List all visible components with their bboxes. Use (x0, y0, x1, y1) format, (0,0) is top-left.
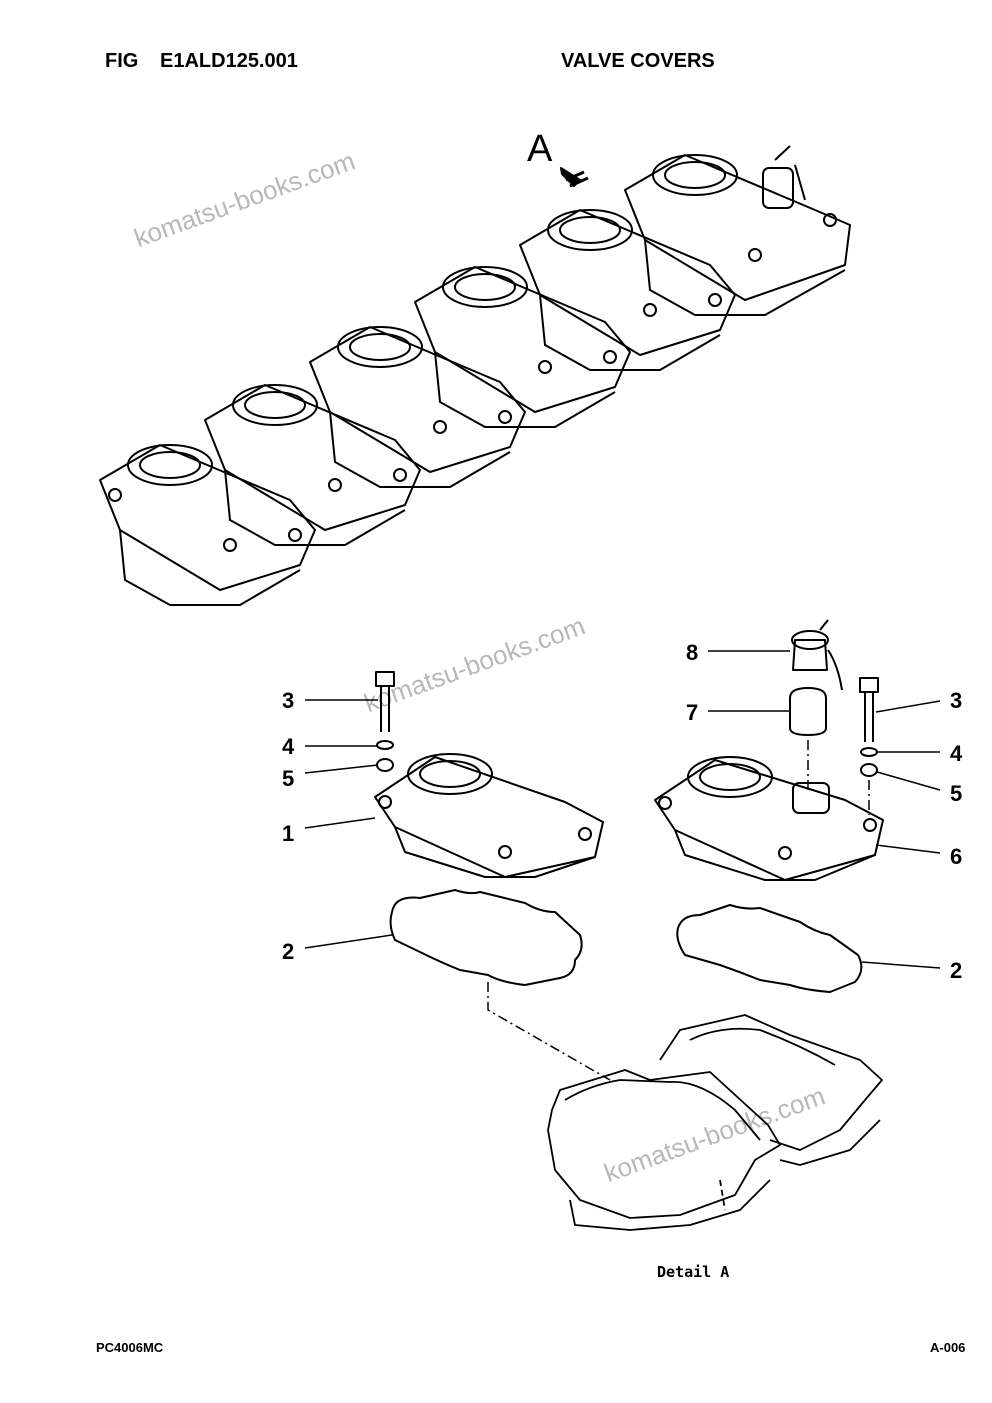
valve-cover-top-6 (624, 145, 851, 316)
callout-2-right: 2 (950, 958, 963, 983)
valve-cover-top-4 (414, 266, 631, 428)
callout-1-left: 1 (282, 821, 295, 846)
spacer-right (860, 763, 878, 777)
spacer-left (376, 758, 394, 772)
callout-8-right: 8 (686, 640, 699, 665)
callout-4-left: 4 (282, 734, 295, 759)
callout-7-right: 7 (686, 700, 699, 725)
valve-cover-left (374, 753, 604, 878)
washer-right (860, 747, 878, 757)
callout-5-left: 5 (282, 766, 295, 791)
valve-cover-top-5 (519, 209, 736, 371)
breather-cap (791, 619, 843, 691)
washer-left (376, 740, 394, 750)
gasket-right (676, 904, 863, 993)
bolt-right (859, 677, 879, 742)
valve-cover-top-1 (99, 444, 316, 606)
view-arrow-icon (560, 167, 589, 188)
filter-element (789, 687, 827, 736)
footer-page-number: A-006 (930, 1340, 966, 1355)
bolt-left (375, 671, 395, 732)
valve-cover-top-2 (204, 384, 421, 546)
callout-4-right: 4 (950, 741, 963, 766)
view-letter: A (527, 128, 553, 170)
page-title: VALVE COVERS (561, 50, 715, 72)
callout-5-right: 5 (950, 781, 963, 806)
valve-cover-row (99, 145, 851, 606)
callout-3-right: 3 (950, 688, 963, 713)
cylinder-head-detail (547, 1014, 883, 1231)
fig-code: E1ALD125.001 (160, 50, 298, 72)
footer-model: PC4006MC (96, 1340, 164, 1355)
gasket-left (389, 889, 583, 986)
valve-cover-top-3 (309, 326, 526, 488)
callout-3-left: 3 (282, 688, 295, 713)
callout-6-right: 6 (950, 844, 963, 869)
detail-label: Detail A (657, 1263, 730, 1281)
callout-2-left: 2 (282, 939, 295, 964)
valve-cover-right (654, 756, 884, 881)
fig-label: FIG (105, 50, 139, 72)
